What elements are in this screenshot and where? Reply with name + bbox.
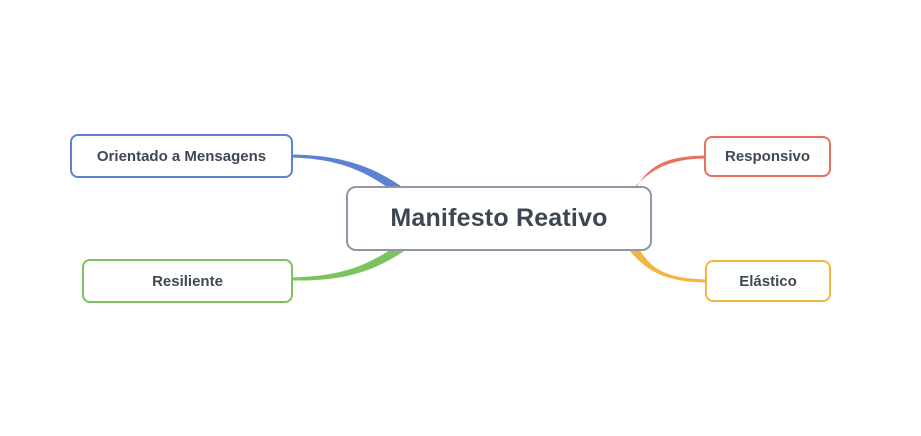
connector-resiliente [291, 243, 405, 281]
branch-node-elastico[interactable]: Elástico [705, 260, 831, 302]
branch-node-orientado-a-mensagens[interactable]: Orientado a Mensagens [70, 134, 293, 178]
branch-label-responsivo: Responsivo [724, 148, 811, 165]
root-node-manifesto-reativo[interactable]: Manifesto Reativo [346, 186, 652, 251]
root-node-label: Manifesto Reativo [390, 204, 608, 232]
branch-label-elastico: Elástico [739, 272, 797, 290]
connector-orientado-a-mensagens [291, 154, 406, 197]
branch-node-responsivo[interactable]: Responsivo [704, 136, 831, 177]
branch-node-resiliente[interactable]: Resiliente [82, 259, 293, 303]
connector-responsivo [629, 155, 706, 193]
connector-elastico [630, 246, 706, 283]
branch-label-orientado-a-mensagens: Orientado a Mensagens [96, 147, 267, 165]
branch-label-resiliente: Resiliente [152, 272, 223, 290]
